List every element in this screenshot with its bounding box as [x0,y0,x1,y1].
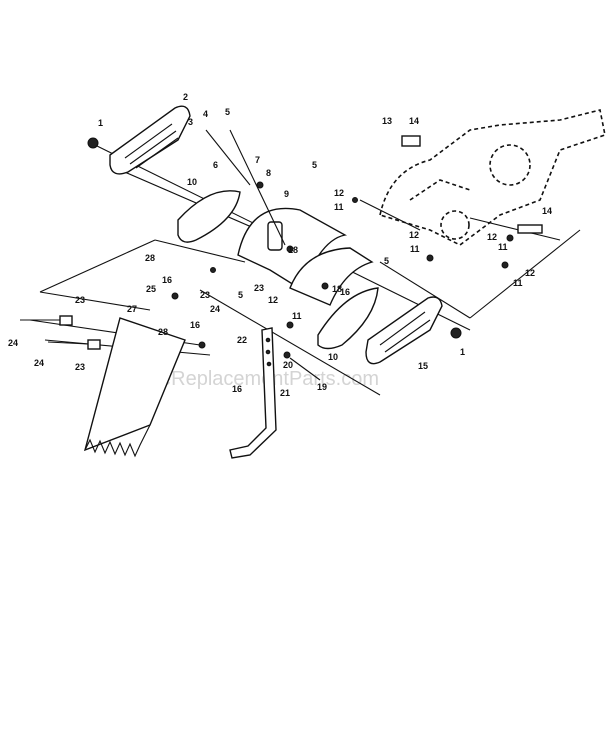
hardware [20,129,543,381]
callout-12: 12 [268,295,278,305]
callout-labels: 1 1 2 3 4 5 5 5 5 6 7 8 9 10 10 11 11 11… [8,92,552,398]
callout-14: 14 [409,116,419,126]
callout-9: 9 [284,189,289,199]
callout-20: 20 [283,360,293,370]
deflector-lower [317,287,379,350]
callout-23: 23 [75,295,85,305]
callout-16: 16 [340,287,350,297]
callout-12: 12 [525,268,535,278]
callout-4: 4 [203,109,208,119]
callout-11: 11 [410,244,420,254]
callout-11: 11 [292,311,302,321]
callout-12: 12 [409,230,419,240]
callout-24: 24 [8,338,18,348]
callout-21: 21 [280,388,290,398]
deflector-upper [177,190,241,243]
shield-plate-right [365,296,443,365]
callout-15: 15 [418,361,428,371]
callout-5: 5 [238,290,243,300]
callout-19: 19 [317,382,327,392]
callout-5: 5 [312,160,317,170]
callout-1: 1 [98,118,103,128]
callout-23: 23 [200,290,210,300]
callout-24: 24 [210,304,220,314]
callout-5: 5 [225,107,230,117]
callout-28: 28 [158,327,168,337]
callout-25: 25 [146,284,156,294]
callout-13: 13 [382,116,392,126]
callout-10: 10 [328,352,338,362]
flap-panel [83,317,186,458]
callout-8: 8 [266,168,271,178]
callout-10: 10 [187,177,197,187]
callout-11: 11 [498,242,508,252]
callout-6: 6 [213,160,218,170]
callout-11: 11 [334,202,344,212]
callout-16: 16 [190,320,200,330]
callout-27: 27 [127,304,137,314]
tiller-frame [379,109,606,246]
callout-7: 7 [255,155,260,165]
callout-18: 18 [332,284,342,294]
depth-bar [229,327,277,459]
callout-2: 2 [183,92,188,102]
callout-14: 14 [542,206,552,216]
shield-plate-left [109,105,191,175]
callout-5: 5 [384,256,389,266]
callout-23: 23 [75,362,85,372]
callout-18: 18 [288,245,298,255]
callout-11: 11 [513,278,523,288]
callout-23: 23 [254,283,264,293]
callout-16: 16 [232,384,242,394]
callout-3: 3 [188,117,193,127]
callout-24: 24 [34,358,44,368]
callout-16: 16 [162,275,172,285]
callout-22: 22 [237,335,247,345]
callout-12: 12 [487,232,497,242]
callout-1: 1 [460,347,465,357]
callout-28: 28 [145,253,155,263]
callout-12: 12 [334,188,344,198]
